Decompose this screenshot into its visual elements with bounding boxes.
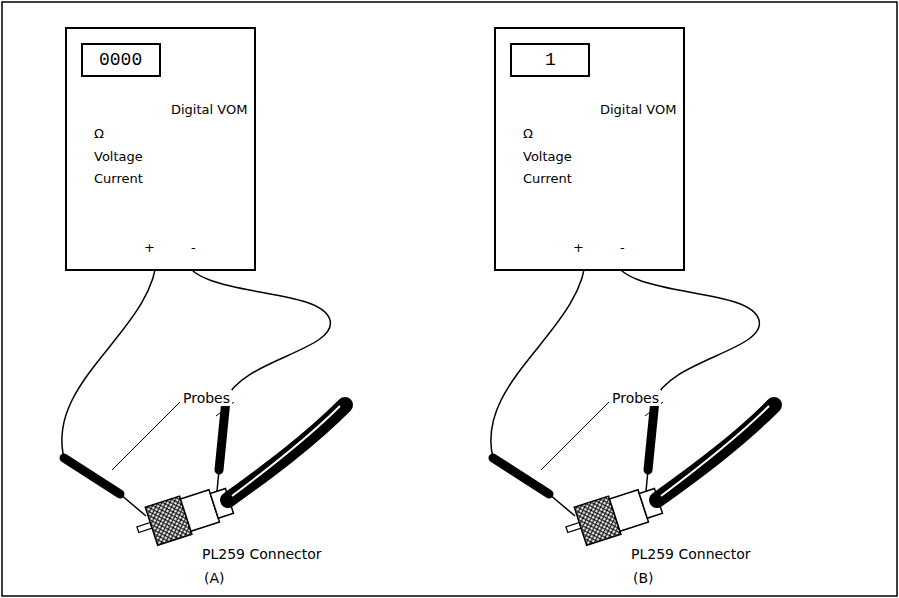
mode-label: Current (94, 171, 143, 186)
callout-label: Probes (610, 390, 661, 406)
part-label: PL259 Connector (629, 546, 753, 562)
meter-display: 1 (510, 43, 590, 77)
display-reading: 1 (545, 50, 556, 70)
meter-display: 0000 (81, 43, 161, 77)
mode-label: Voltage (523, 149, 572, 164)
terminal-sign: - (620, 240, 625, 255)
meter-body: Digital VOM Ω VoltageCurrent + - 1 (494, 27, 685, 271)
meter-name: Digital VOM (600, 102, 676, 117)
display-reading: 0000 (99, 50, 142, 70)
terminal-sign: - (191, 240, 196, 255)
panel-label: (B) (631, 570, 656, 586)
callout-label: Probes (181, 390, 232, 406)
mode-label: Current (523, 171, 572, 186)
meter-name: Digital VOM (171, 102, 247, 117)
terminal-sign: + (573, 240, 584, 255)
mode-label: Ω (523, 126, 533, 141)
mode-label: Voltage (94, 149, 143, 164)
meter-body: Digital VOM Ω VoltageCurrent + - 0000 (65, 27, 256, 271)
terminal-sign: + (144, 240, 155, 255)
panel-label: (A) (202, 570, 227, 586)
part-label: PL259 Connector (200, 546, 324, 562)
mode-label: Ω (94, 126, 104, 141)
